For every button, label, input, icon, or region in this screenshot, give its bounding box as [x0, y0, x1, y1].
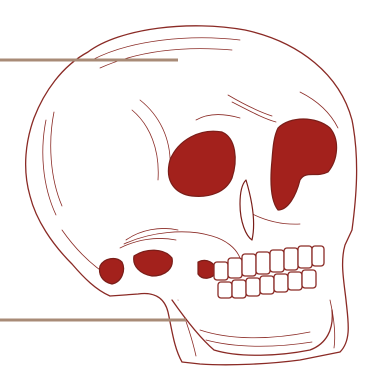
- ear-opening: [100, 259, 124, 284]
